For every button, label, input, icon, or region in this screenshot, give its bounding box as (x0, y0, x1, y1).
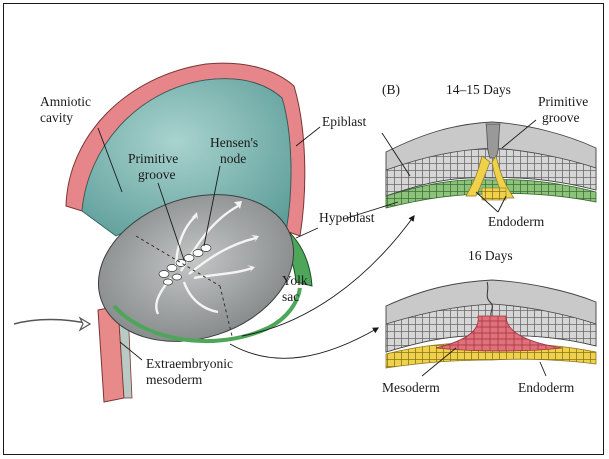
label-yolk-sac: Yolk sac (282, 273, 311, 304)
label-amniotic-cavity: Amniotic cavity (40, 94, 94, 125)
label-extraembryonic-mesoderm: Extraembryonic mesoderm (146, 356, 236, 387)
label-endoderm-top: Endoderm (488, 214, 545, 229)
label-14-15-days: 14–15 Days (446, 82, 511, 97)
section-16-days (386, 280, 596, 368)
label-hypoblast: Hypoblast (319, 210, 375, 225)
panel-b-tag: (B) (382, 82, 400, 97)
label-mesoderm: Mesoderm (382, 380, 440, 395)
section-14-15-days (386, 122, 596, 208)
label-primitive-groove-right: Primitive groove (538, 94, 592, 125)
label-16-days: 16 Days (468, 248, 513, 263)
label-endoderm-bottom: Endoderm (518, 380, 575, 395)
embryo-3d (66, 63, 313, 402)
gastrulation-diagram: (B) Amniotic cavity Primitive groove Hen… (6, 6, 602, 452)
incoming-arrow (14, 320, 90, 325)
label-epiblast: Epiblast (322, 114, 366, 129)
